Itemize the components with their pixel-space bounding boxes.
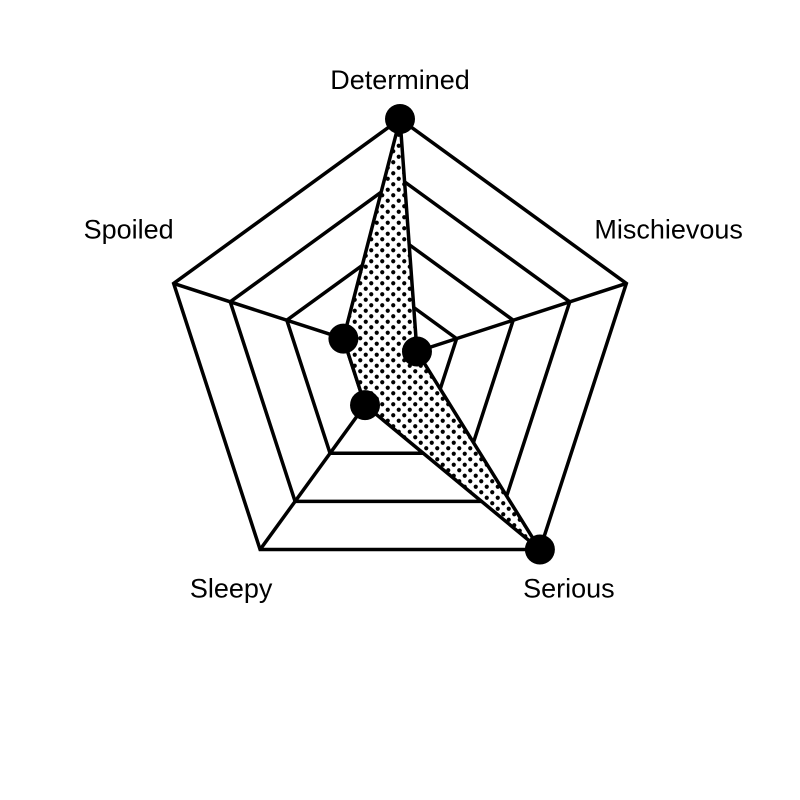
axis-label-determined: Determined: [330, 65, 470, 95]
grid-ring-4: [171, 116, 629, 552]
grid-ring-2: [284, 235, 516, 456]
data-point-determined: [385, 104, 415, 134]
series-area-0: [341, 118, 542, 551]
data-point-serious: [524, 534, 555, 565]
data-point-sleepy: [350, 390, 381, 421]
radar-series: [328, 104, 555, 565]
spoke-mischievous: [399, 281, 627, 359]
axis-label-sleepy: Sleepy: [190, 574, 273, 604]
axis-label-spoiled: Spoiled: [84, 214, 174, 244]
grid-ring-3: [228, 176, 572, 504]
axis-label-serious: Serious: [523, 574, 615, 604]
data-point-mischievous: [401, 336, 432, 367]
axis-label-mischievous: Mischievous: [594, 214, 743, 244]
data-point-spoiled: [328, 323, 359, 354]
